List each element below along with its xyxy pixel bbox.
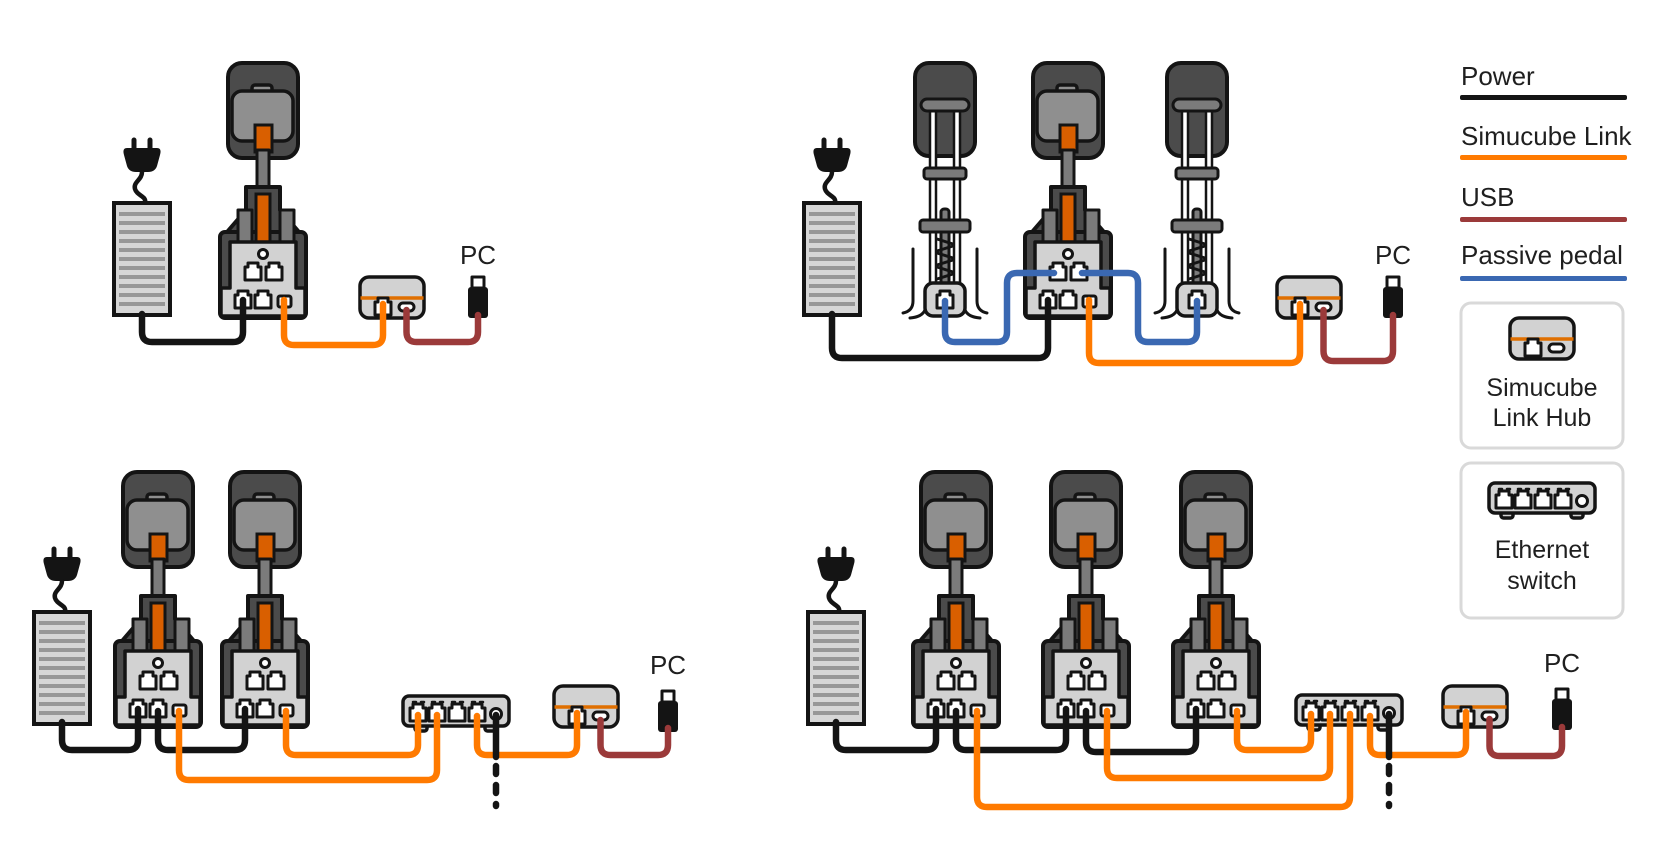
- legend-card-ethernet-switch: Ethernet switch: [1459, 461, 1625, 620]
- pedal-1: [913, 472, 999, 727]
- diagram-single-pedal: PC: [114, 63, 496, 349]
- legend-line-passive-pedal: [1460, 276, 1627, 281]
- link-hub: [1443, 686, 1507, 727]
- link-hub: [360, 277, 424, 318]
- legend-label-passive-pedal: Passive pedal: [1461, 240, 1623, 270]
- cable-simucube-link: [280, 296, 387, 349]
- cable-power-daisy-1: [952, 705, 1070, 754]
- power-supply: [804, 140, 860, 315]
- legend-hub-icon: [1510, 318, 1574, 359]
- legend-hub-text-1: Simucube: [1486, 374, 1597, 402]
- cable-link-pedal2: [282, 707, 422, 759]
- cable-usb: [403, 306, 482, 346]
- legend-label-usb: USB: [1461, 182, 1514, 212]
- cable-power: [138, 296, 247, 346]
- legend: Power Simucube Link USB Passive pedal Si…: [1459, 61, 1633, 620]
- pedal-1: [115, 472, 201, 727]
- power-supply: [114, 140, 170, 315]
- cable-link-pedal1: [973, 707, 1354, 811]
- legend-line-power: [1460, 95, 1627, 100]
- diagram-three-pedals-switch: PC: [808, 472, 1580, 811]
- pc-label: PC: [460, 240, 496, 270]
- pedal-3: [1173, 472, 1259, 727]
- cable-power-psu: [832, 705, 940, 754]
- pc-label: PC: [1375, 240, 1411, 270]
- cable-power-daisy: [154, 705, 249, 754]
- link-hub: [1277, 277, 1341, 318]
- pc-label: PC: [650, 650, 686, 680]
- diagram-two-pedals-switch: PC: [34, 472, 686, 810]
- cable-link-pedal2: [1103, 707, 1334, 782]
- power-supply: [34, 549, 90, 724]
- pedal-2: [1043, 472, 1129, 727]
- cable-link-pedal1: [175, 707, 441, 784]
- legend-switch-text-1: Ethernet: [1495, 536, 1590, 564]
- passive-pedal-right: [1155, 63, 1239, 318]
- legend-line-simucube-link: [1460, 155, 1627, 160]
- diagram-with-passive-pedals: PC: [804, 63, 1411, 367]
- pedal-1: [220, 63, 306, 318]
- cable-usb: [1486, 715, 1566, 760]
- legend-switch-icon: [1489, 483, 1595, 518]
- cable-simucube-link: [1085, 296, 1304, 367]
- cable-link-switch-hub: [1366, 708, 1470, 759]
- cable-power: [828, 296, 1052, 362]
- pedal-1: [1025, 63, 1111, 318]
- legend-label-simucube-link: Simucube Link: [1461, 121, 1633, 151]
- cable-link-pedal3: [1233, 707, 1315, 754]
- legend-card-link-hub: Simucube Link Hub: [1459, 301, 1625, 450]
- pc-label: PC: [1544, 648, 1580, 678]
- power-supply: [808, 549, 864, 724]
- legend-line-usb: [1460, 217, 1627, 222]
- cable-power-daisy-2: [1082, 705, 1200, 756]
- pedal-2: [222, 472, 308, 727]
- cable-passive-left: [941, 269, 1058, 346]
- cable-link-switch-hub: [473, 709, 581, 759]
- link-hub: [554, 686, 618, 727]
- cable-passive-right: [1078, 269, 1201, 346]
- legend-hub-text-2: Link Hub: [1493, 404, 1592, 432]
- legend-label-power: Power: [1461, 61, 1535, 91]
- cable-power-psu: [58, 705, 142, 754]
- cable-usb: [1320, 306, 1397, 365]
- passive-pedal-left: [903, 63, 987, 318]
- cable-usb: [597, 716, 672, 759]
- legend-switch-text-2: switch: [1507, 567, 1576, 595]
